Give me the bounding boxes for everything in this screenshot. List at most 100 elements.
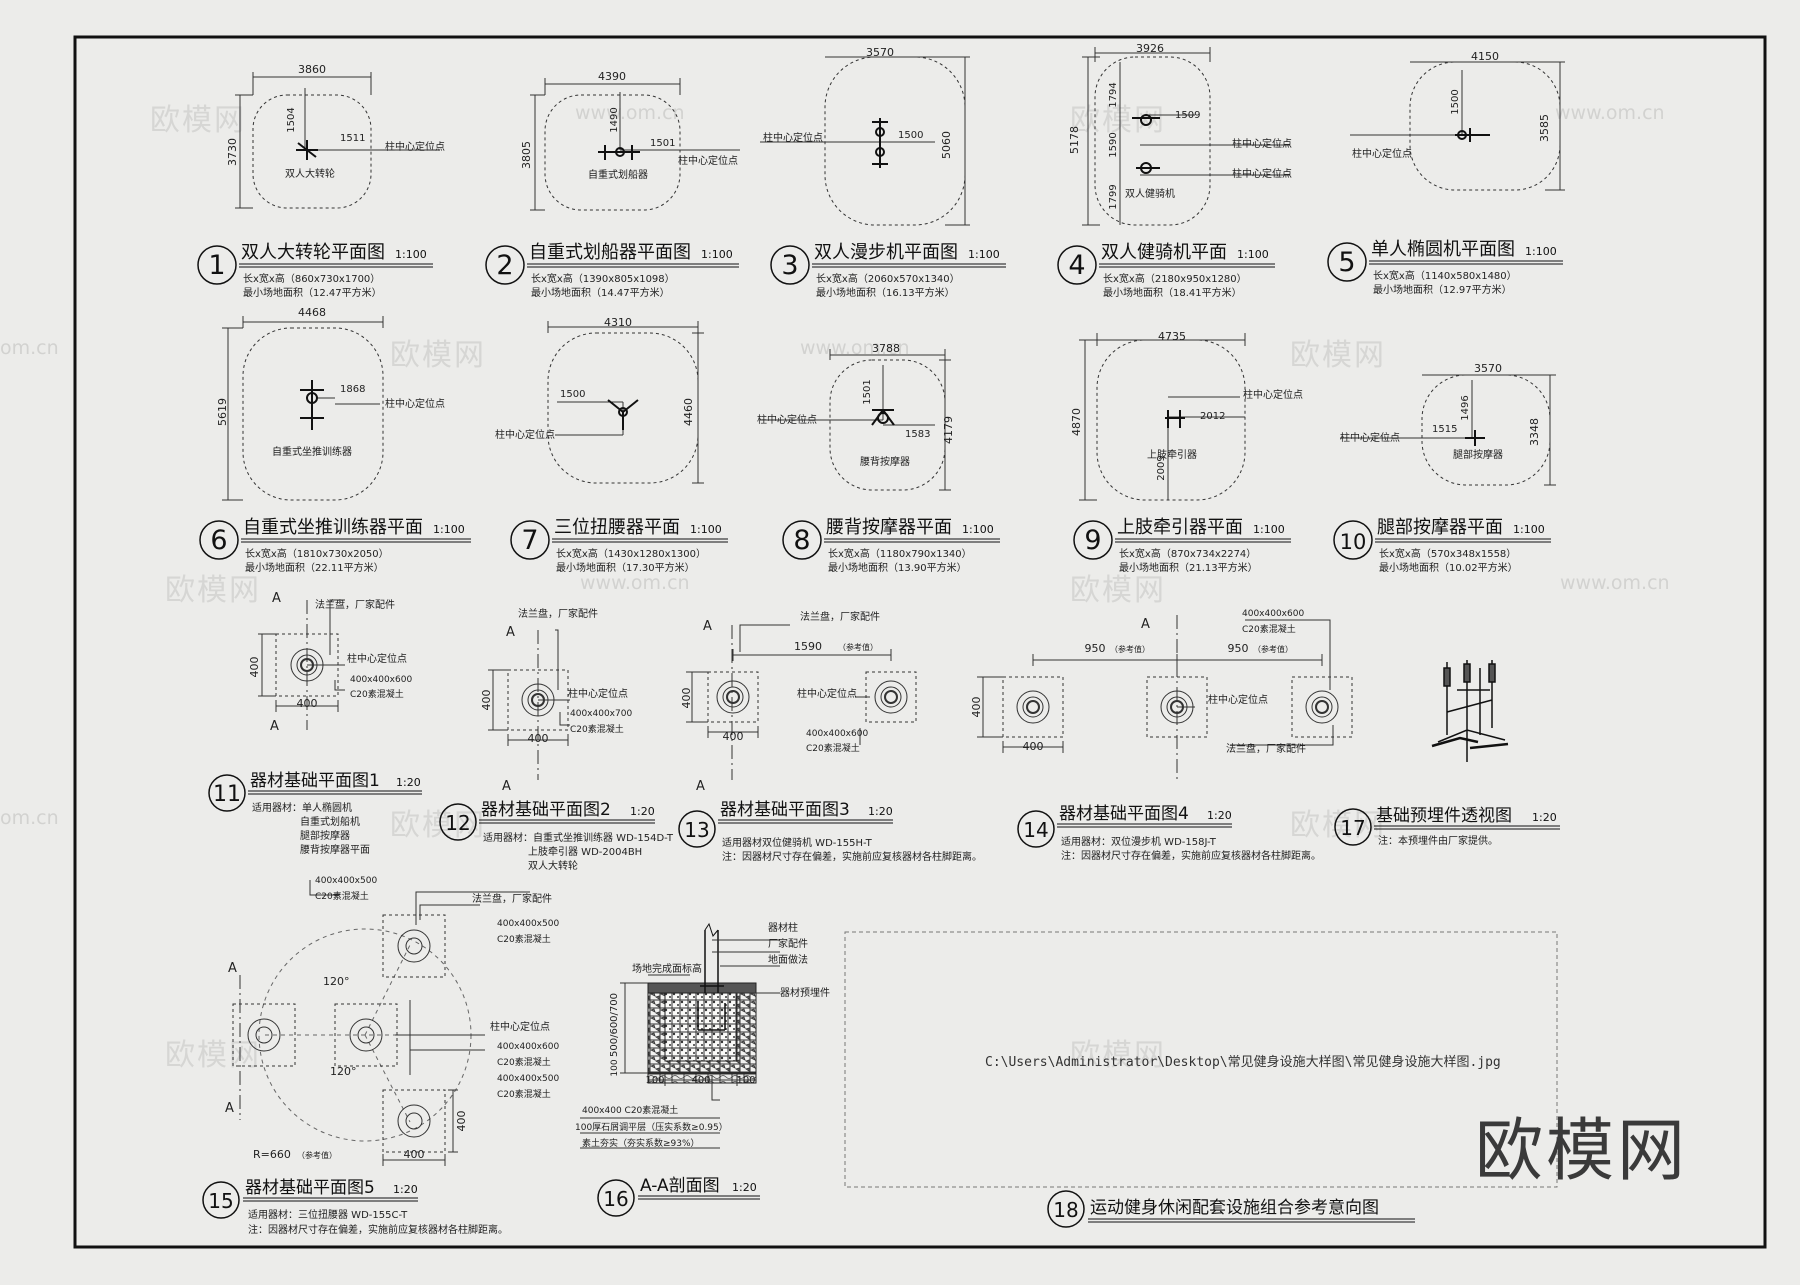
dim-offset: 1511 [340,133,365,144]
post-core [1026,700,1040,714]
plan-10: 3570 3348 1496 1515 柱中心定位点 腿部按摩器 [1340,362,1556,486]
plan-2: 4390 3805 1490 1501 柱中心定位点 自重式划船器 [520,70,740,211]
watermark-domain: www.om.cn [580,572,690,594]
post-core [884,690,898,704]
leader-lines [580,1117,720,1149]
equipment-symbol [1132,114,1160,174]
dim-offset: 1504 [286,107,297,132]
post [722,686,744,708]
post-center-label: 柱中心定位点 [1340,431,1400,444]
layer-label: 400x400 C20素混凝土 [582,1104,678,1116]
title-18: 18 运动健身休闲配套设施组合参考意向图 [1047,1190,1415,1228]
equipment-symbol [871,409,895,426]
title-number-circle [202,1181,240,1219]
title-underline [638,1195,760,1200]
title-13: 13 器材基础平面图3 1:20 适用器材双位健骑机 WD-155H-T 注：因… [678,800,982,863]
section-aa: 器材柱 厂家配件 地面做法 器材预埋件 场地完成面标高 500/600/700 … [575,921,830,1149]
dim-height: 5178 [1068,126,1081,154]
callout-label: 器材预埋件 [780,986,830,999]
size-spec: 长x宽x高（1180x790x1340） [828,547,972,560]
footing [1146,676,1208,738]
equipment-symbol [598,145,640,160]
size-spec: 长x宽x高（1810x730x2050） [245,547,389,560]
concrete-label: C20素混凝土 [1242,623,1296,635]
dim-width: 3570 [866,46,894,59]
equipment-symbol [1465,430,1485,446]
watermark-domain: www.om.cn [575,102,685,124]
section-mark: A [228,961,237,976]
title-number: 10 [1340,530,1367,554]
title-underline [812,263,1006,268]
dim-width: 4468 [298,306,326,319]
title-number-circle [1327,242,1367,282]
dim-lines [1350,61,1565,191]
dim-lines [309,880,530,1166]
title-17: 17 基础预埋件透视图 1:20 注：本预埋件由厂家提供。 [1334,806,1560,847]
title-text: 单人椭圆机平面图 [1371,239,1515,260]
post [405,1112,423,1130]
flange-label: 法兰盘，厂家配件 [315,598,395,611]
title-number: 17 [1340,816,1365,840]
reference-image-frame [844,931,1558,1188]
dim-offset: 1799 [1108,184,1119,209]
concrete-label: C20素混凝土 [806,742,860,754]
note-line: 注：本预埋件由厂家提供。 [1378,834,1498,847]
equipment-label: 上肢牵引器 [1147,448,1197,461]
post-center-label: 柱中心定位点 [568,687,628,700]
dim-offset: 1515 [1432,424,1457,435]
dim-text: 400 [691,1075,710,1086]
title-number: 3 [781,250,798,281]
post-ring [716,680,750,714]
watermark-domain: www.om.cn [800,337,910,359]
plan-7: 4310 4460 1500 柱中心定位点 [495,316,704,484]
post-center-label: 柱中心定位点 [385,140,445,153]
dim-text: 400 [455,1111,468,1132]
title-number: 13 [684,818,709,842]
dim-width: 4150 [1471,50,1499,63]
foundation-11: A A 400 400 法兰盘，厂家配件 柱中心定位点 400x400x600 … [248,591,412,734]
min-area: 最小场地面积（22.11平方米） [245,561,384,574]
min-area: 最小场地面积（14.47平方米） [531,286,670,299]
title-text: 三位扭腰器平面 [554,517,680,538]
title-number-circle [439,803,477,841]
watermark-brand: 欧模网 [1070,1038,1166,1073]
title-text: 双人健骑机平面 [1101,242,1227,263]
title-number: 16 [603,1187,628,1211]
title-15: 15 器材基础平面图5 1:20 适用器材：三位扭腰器 WD-155C-T 注：… [202,1178,508,1236]
title-text: 器材基础平面图4 [1059,804,1189,824]
radius-tag: （参考值） [297,1150,337,1160]
dim-tag: （参考值） [1253,644,1293,654]
post [1022,696,1044,718]
site-boundary [252,94,372,209]
size-spec: 长x宽x高（870x734x2274） [1119,547,1256,560]
title-underline [248,790,422,795]
title-underline [718,819,893,824]
title-number: 12 [445,811,470,835]
plan-3: 3570 5060 1500 柱中心定位点 [760,46,970,226]
title-scale: 1:20 [393,1183,418,1196]
callout-label: 厂家配件 [768,937,808,950]
concrete-label: C20素混凝土 [570,723,624,735]
layout-radials [265,944,415,1123]
dim-offset: 1496 [1460,395,1471,420]
footing [1291,676,1353,738]
title-12: 12 器材基础平面图2 1:20 适用器材：自重式坐推训练器 WD-154D-T… [439,800,674,872]
plan-1: 3860 3730 1504 1511 柱中心定位点 双人大转轮 [226,63,445,209]
size-spec: 长x宽x高（570x348x1558） [1379,547,1516,560]
dim-height: 4179 [942,416,955,444]
title-number: 5 [1338,247,1355,278]
footing [232,1003,296,1067]
bolt-head [1488,663,1496,683]
section-mark: A [696,779,705,794]
title-number-circle [1057,245,1097,285]
dim-height: 3585 [1538,114,1551,142]
equipment-label: 自重式划船器 [588,168,648,181]
foundation-14: A 950 （参考值） 950 （参考值） 400 400 400x400x60… [970,609,1353,780]
min-area: 最小场地面积（16.13平方米） [816,286,955,299]
title-number-circle [197,245,237,285]
